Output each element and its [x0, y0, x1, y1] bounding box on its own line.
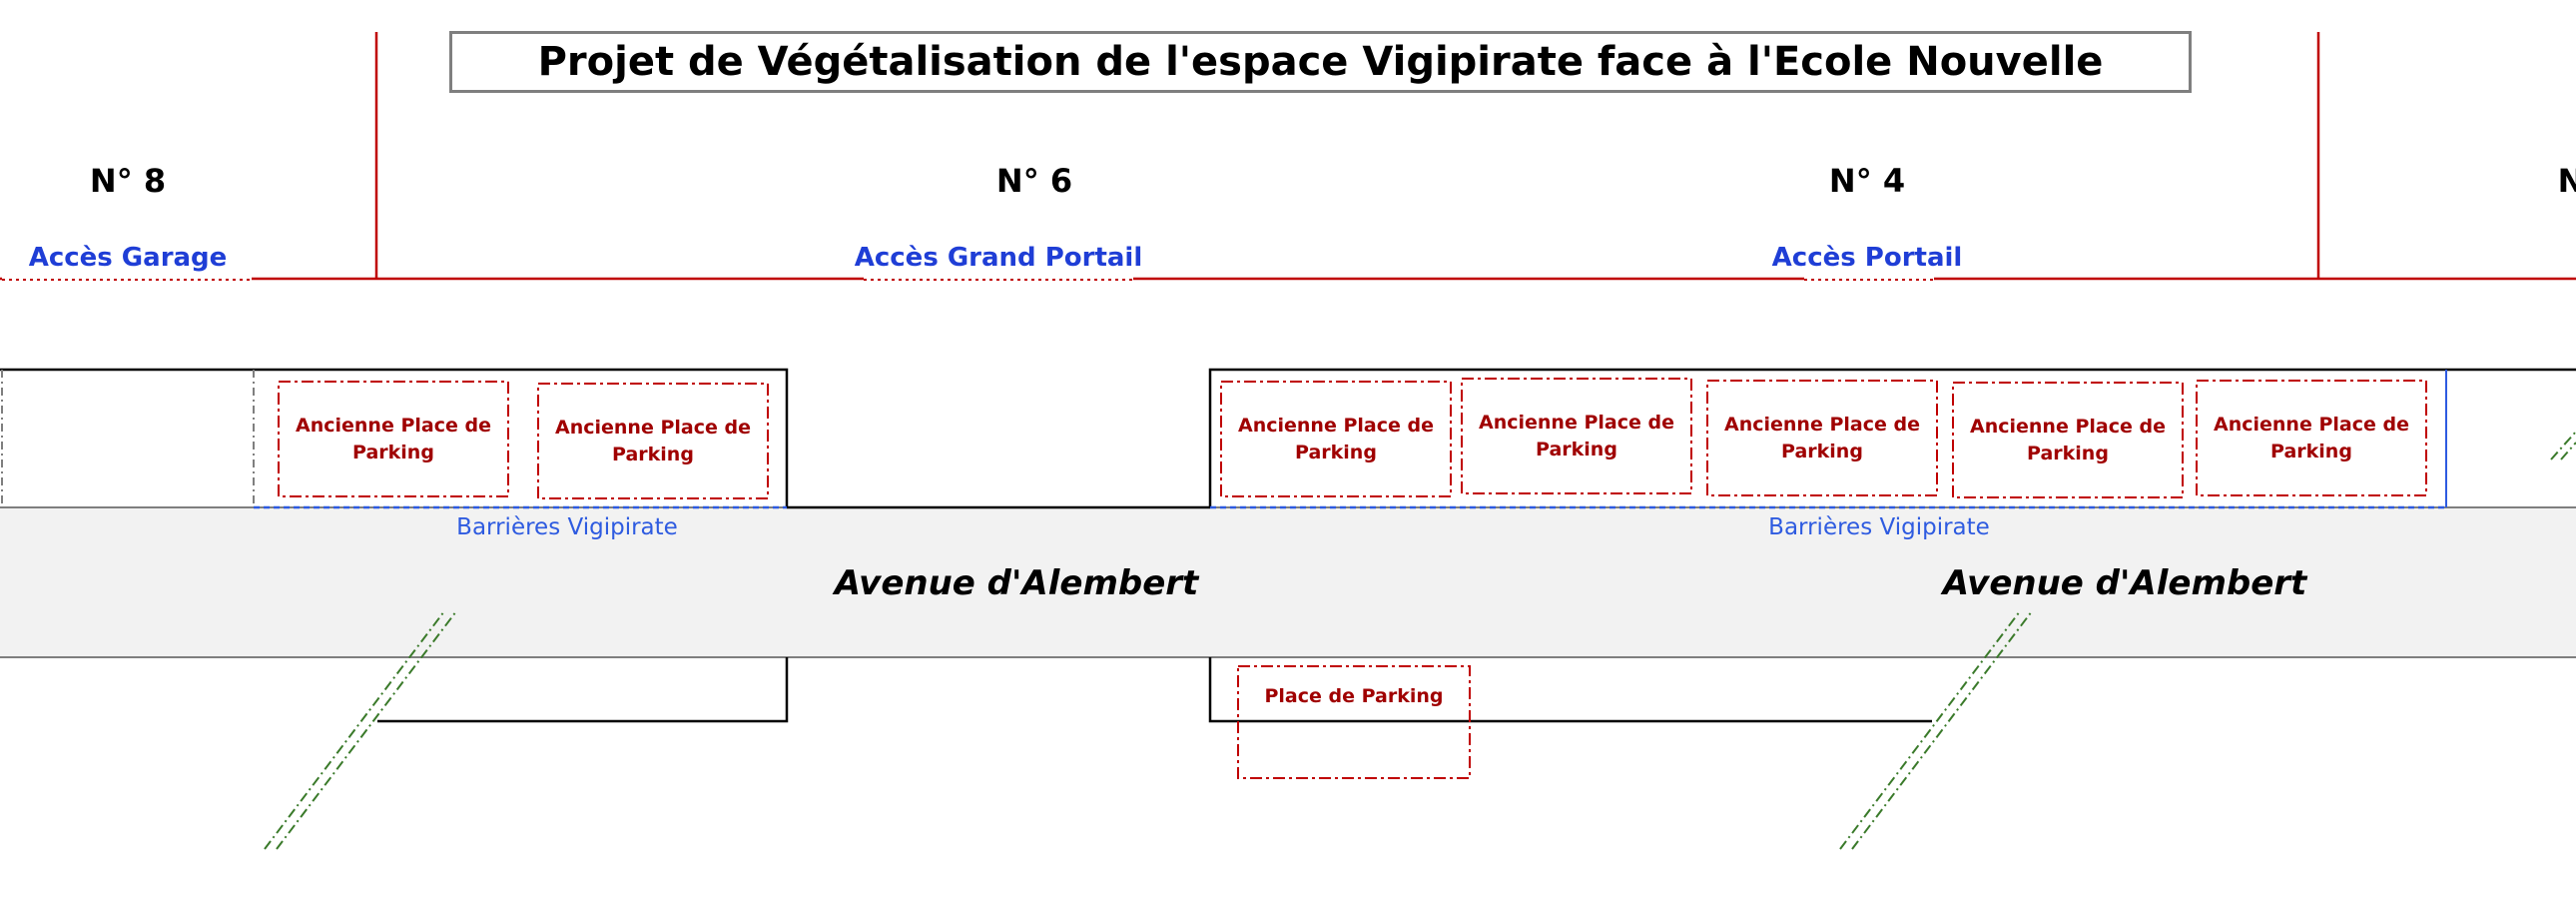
parking-label: Place de Parking: [1264, 685, 1444, 707]
old-parking-label: Ancienne Place de Parking: [1479, 411, 1674, 460]
old-parking-place: Ancienne Place de Parking: [1952, 382, 2184, 498]
planting-strip-right: [1839, 610, 2033, 850]
planting-strip-edge: [2550, 431, 2576, 460]
old-parking-place: Ancienne Place de Parking: [1461, 378, 1692, 494]
old-parking-label: Ancienne Place de Parking: [1724, 413, 1920, 462]
access-garage-label: Accès Garage: [28, 243, 228, 273]
old-parking-label: Ancienne Place de Parking: [1238, 414, 1434, 463]
access-portail-label: Accès Portail: [1771, 243, 1963, 273]
old-parking-place: Ancienne Place de Parking: [1220, 381, 1452, 497]
house-number-8: N° 8: [89, 162, 167, 200]
old-parking-label: Ancienne Place de Parking: [296, 414, 491, 463]
house-number-4: N° 4: [1828, 162, 1906, 200]
old-parking-place: Ancienne Place de Parking: [2196, 380, 2427, 496]
old-parking-place: Ancienne Place de Parking: [537, 383, 769, 499]
parking-place: Place de Parking: [1237, 665, 1471, 779]
sidewalk-outline-north: [0, 368, 2576, 507]
old-parking-label: Ancienne Place de Parking: [2214, 413, 2409, 462]
page-title: Projet de Végétalisation de l'espace Vig…: [449, 31, 2192, 93]
house-number-6: N° 6: [995, 162, 1073, 200]
old-parking-place: Ancienne Place de Parking: [278, 381, 509, 497]
barrier-label-left: Barrières Vigipirate: [456, 514, 678, 540]
access-grand-portail-label: Accès Grand Portail: [854, 243, 1143, 273]
old-parking-label: Ancienne Place de Parking: [555, 416, 751, 465]
old-parking-place: Ancienne Place de Parking: [1706, 380, 1938, 496]
sidewalk-outline-south: [377, 657, 1932, 723]
street-name-left: Avenue d'Alembert: [834, 563, 1199, 603]
old-parking-label: Ancienne Place de Parking: [1970, 415, 2166, 464]
street-name-right: Avenue d'Alembert: [1942, 563, 2307, 603]
barrier-label-right: Barrières Vigipirate: [1768, 514, 1990, 540]
house-number-cut: N: [2557, 162, 2576, 200]
road-surface: [0, 507, 2576, 657]
planting-strip-left: [264, 610, 457, 850]
